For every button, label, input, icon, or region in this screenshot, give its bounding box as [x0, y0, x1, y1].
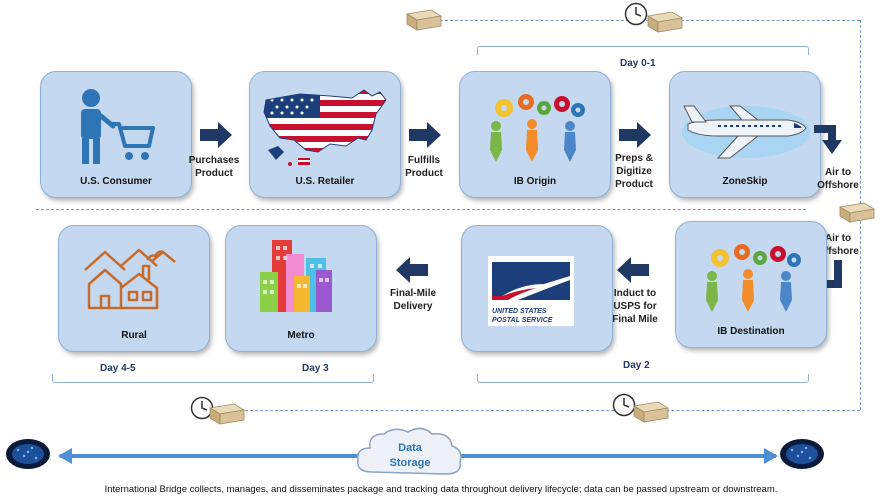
node-label: U.S. Retailer	[295, 176, 355, 187]
usps-logo-line2: POSTAL SERVICE	[492, 317, 553, 324]
day-0-1-label: Day 0-1	[620, 58, 656, 69]
arrow-right-icon	[200, 122, 232, 148]
usps-eagle-logo-icon: UNITED STATES POSTAL SERVICE	[488, 256, 574, 326]
node-metro: Metro	[225, 225, 377, 352]
row-separator	[36, 209, 806, 210]
node-usps: UNITED STATES POSTAL SERVICE	[461, 225, 613, 352]
package-icon	[646, 11, 684, 33]
rural-houses-icon	[84, 248, 176, 310]
node-label: Metro	[287, 330, 315, 341]
clock-icon	[624, 2, 648, 26]
us-flag-map-icon	[263, 89, 387, 166]
footer-caption: International Bridge collects, manages, …	[104, 484, 778, 495]
cloud-line1: Data	[398, 442, 423, 454]
day-2-label: Day 2	[623, 360, 650, 371]
airplane-icon	[682, 105, 810, 159]
node-label: IB Origin	[513, 176, 557, 187]
node-us-retailer: U.S. Retailer	[249, 71, 401, 198]
data-storage-cloud-icon: Data Storage	[357, 427, 462, 475]
arrow-right-icon	[619, 122, 651, 148]
step-purchases: Purchases Product	[188, 155, 240, 179]
node-rural: Rural	[58, 225, 210, 352]
node-us-consumer: U.S. Consumer	[40, 71, 192, 198]
usps-logo-line1: UNITED STATES	[492, 308, 547, 315]
step-air-offshore-2: Air to Offshore	[817, 233, 859, 257]
step-induct: Induct to USPS for Final Mile	[612, 288, 658, 325]
day-4-5-label: Day 4-5	[100, 363, 136, 374]
cloud-line2: Storage	[390, 457, 431, 469]
arrow-left-icon	[617, 257, 649, 283]
node-label: ZoneSkip	[722, 176, 768, 187]
package-icon	[632, 401, 670, 423]
step-preps: Preps & Digitize Product	[615, 153, 653, 190]
node-label: IB Destination	[717, 326, 785, 337]
bottom-connector-line	[230, 410, 860, 411]
arrow-right-icon	[409, 122, 441, 148]
city-buildings-icon	[260, 240, 332, 312]
day-3-label: Day 3	[302, 363, 329, 374]
node-ib-origin: IB Origin	[459, 71, 611, 198]
arrow-turn-down-icon	[814, 125, 842, 154]
people-with-gears-icon	[490, 94, 585, 162]
arrow-left-icon	[396, 257, 428, 283]
package-icon	[838, 202, 876, 223]
node-label: U.S. Consumer	[80, 176, 152, 187]
step-final-mile: Final-Mile Delivery	[389, 288, 437, 312]
node-ib-destination: IB Destination	[675, 221, 827, 348]
node-zoneskip: ZoneSkip	[669, 71, 821, 198]
globe-network-left-icon	[6, 439, 50, 469]
bracket-day-2	[477, 374, 809, 383]
bracket-day-0-1	[477, 46, 809, 55]
clock-icon	[612, 393, 636, 417]
package-icon	[405, 9, 443, 31]
bracket-day-3-5	[52, 374, 374, 383]
step-air-offshore-1: Air to Offshore	[817, 167, 859, 191]
people-with-gears-icon	[706, 244, 801, 312]
package-icon	[208, 403, 246, 425]
globe-network-right-icon	[780, 439, 824, 469]
node-label: Rural	[121, 330, 147, 341]
step-fulfills: Fulfills Product	[405, 155, 443, 179]
shopper-with-cart-icon	[81, 89, 155, 164]
